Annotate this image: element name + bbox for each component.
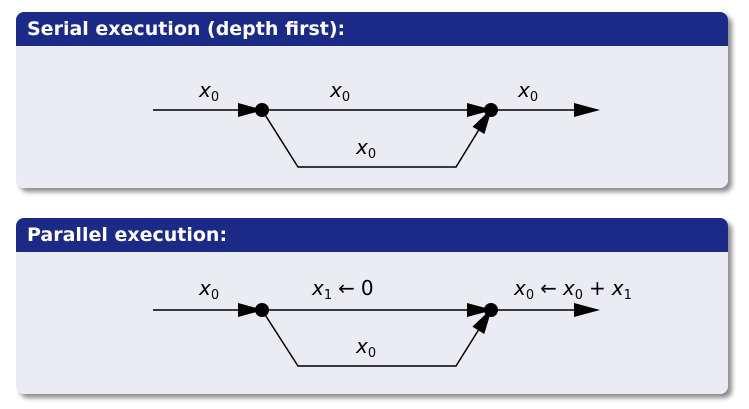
join-node xyxy=(484,303,498,317)
input-label: x0 xyxy=(199,276,220,303)
bottom-edge-label: x0 xyxy=(356,334,377,361)
fork-node xyxy=(255,303,269,317)
parallel-execution-block: Parallel execution: x0 x1←0 x0 x0←x0+x1 xyxy=(16,218,728,394)
bottom-edge xyxy=(261,308,493,367)
block-title: Serial execution (depth first): xyxy=(16,12,728,46)
top-edge-label: x1←0 xyxy=(312,276,374,303)
output-label: x0←x0+x1 xyxy=(514,276,632,303)
flow-diagram xyxy=(153,303,600,367)
serial-execution-block: Serial execution (depth first): x0 x0 x0… xyxy=(16,12,728,188)
join-node xyxy=(484,103,498,117)
block-body: x0 x1←0 x0 x0←x0+x1 xyxy=(16,252,728,394)
fork-node xyxy=(255,103,269,117)
block-title: Parallel execution: xyxy=(16,218,728,252)
input-label: x0 xyxy=(199,78,220,105)
top-edge-label: x0 xyxy=(330,78,351,105)
bottom-edge-label: x0 xyxy=(356,135,377,162)
output-label: x0 xyxy=(518,78,539,105)
block-body: x0 x0 x0 x0 xyxy=(16,46,728,188)
flow-diagram xyxy=(153,103,600,168)
bottom-edge xyxy=(261,108,493,168)
